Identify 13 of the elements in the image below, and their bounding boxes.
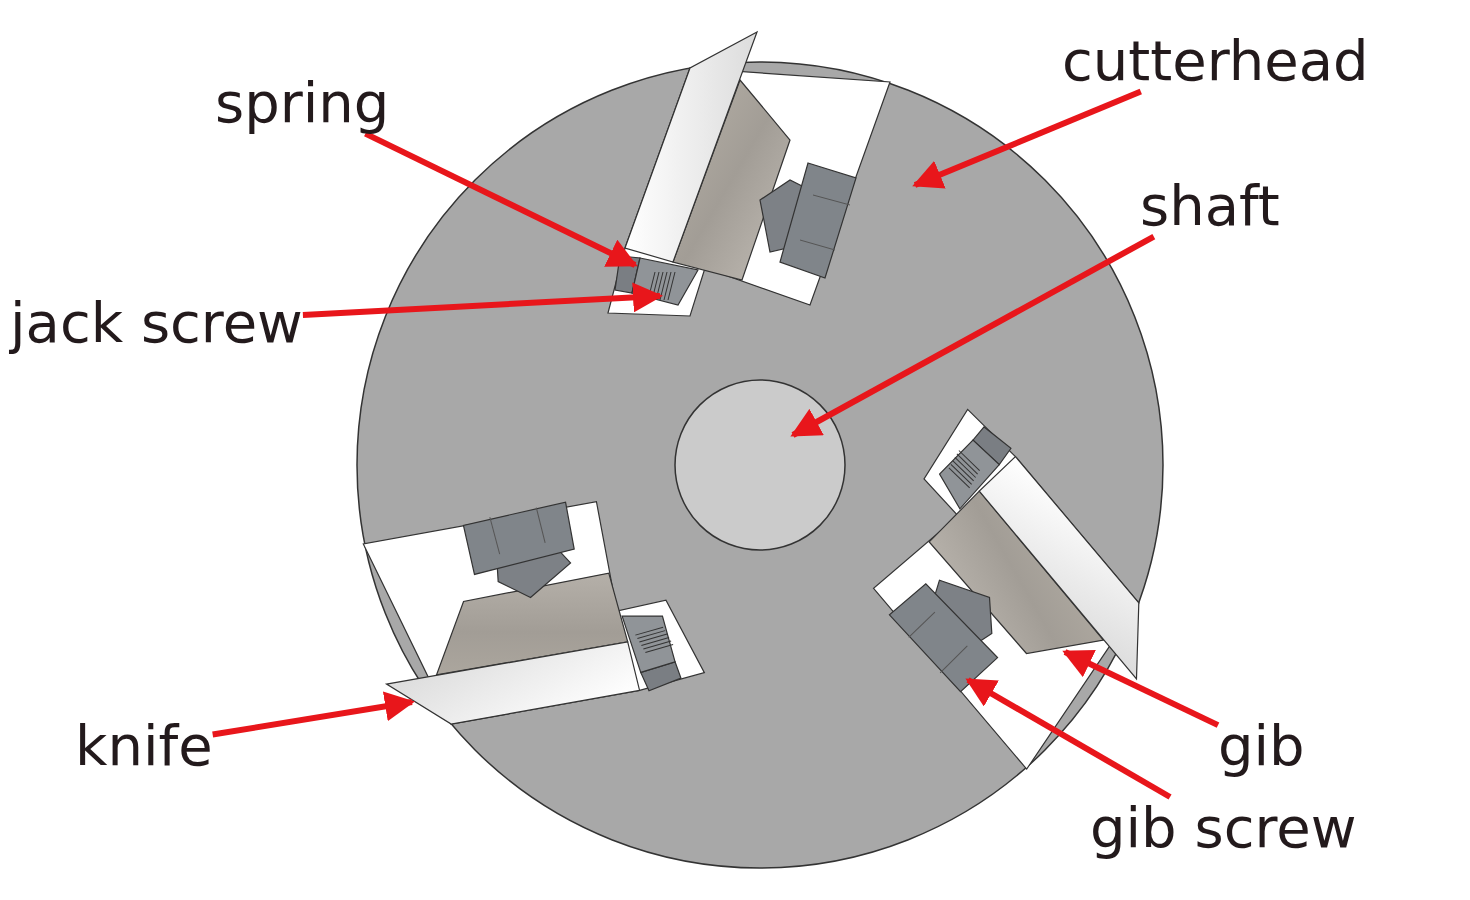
part-label: knife	[75, 715, 213, 777]
part-label: gib	[1218, 715, 1305, 777]
part-label: jack screw	[10, 292, 303, 354]
leader-arrow	[912, 88, 1142, 189]
part-label: gib screw	[1090, 797, 1357, 859]
part-label: cutterhead	[1062, 30, 1369, 92]
part-label: spring	[215, 72, 390, 134]
part-label: shaft	[1140, 175, 1280, 237]
leader-arrow	[1062, 649, 1220, 728]
leader-arrow	[790, 233, 1156, 438]
leader-arrow	[965, 677, 1172, 800]
leader-arrow	[212, 691, 415, 738]
leader-arrow	[302, 282, 663, 318]
